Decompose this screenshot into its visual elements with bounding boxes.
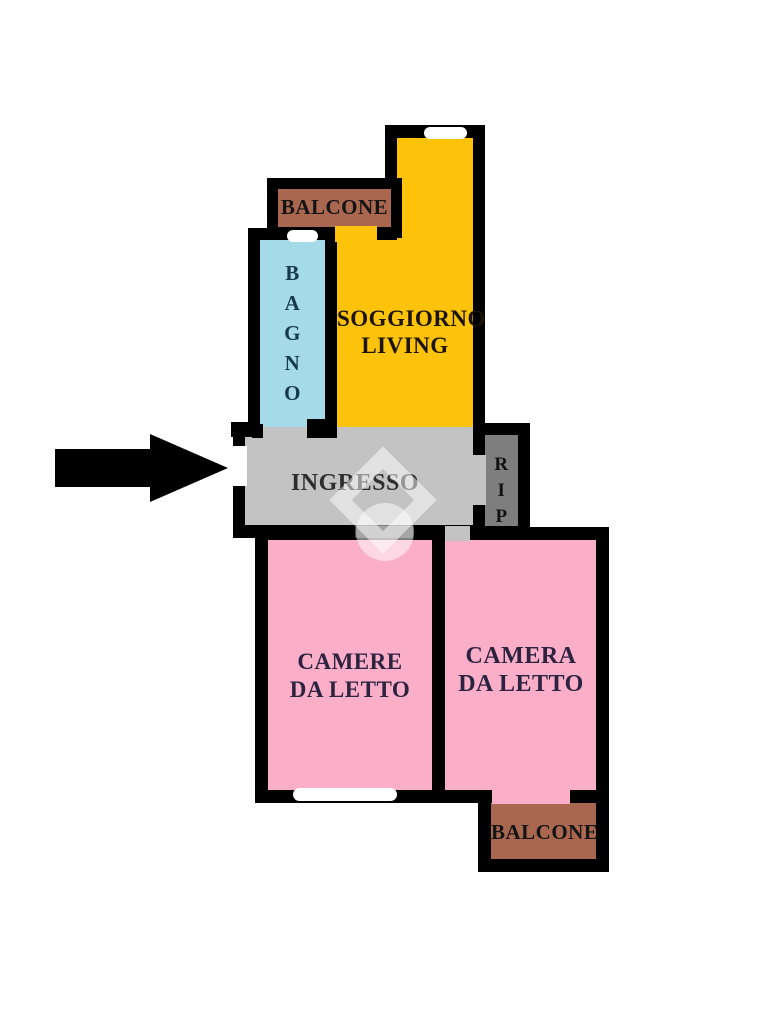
rip-letter: I [497, 480, 506, 501]
room-balcone-top [267, 178, 402, 238]
window-soggiorno [424, 127, 467, 139]
label-ingresso: INGRESSO [290, 470, 420, 496]
bagno-letter: B [285, 261, 300, 285]
bagno-letter: A [284, 291, 301, 315]
label-rip: R I P [485, 452, 518, 530]
room-soggiorno-lower [325, 228, 485, 427]
label-camera-line1: CAMERA [465, 643, 577, 669]
soggiorno-seam-patch [397, 228, 473, 242]
label-soggiorno-line2: LIVING [361, 333, 449, 358]
label-balcone-top: BALCONE [280, 195, 389, 219]
label-camere-line2: DA LETTO [289, 677, 411, 702]
room-rip [473, 423, 530, 538]
label-camera-da-letto: CAMERA DA LETTO [445, 642, 597, 698]
door-opening-rip [470, 455, 486, 505]
label-bagno: B A G N O [260, 258, 325, 408]
door-opening-balcone-top [335, 226, 377, 242]
window-camere [293, 788, 397, 801]
label-camere-da-letto: CAMERE DA LETTO [268, 648, 432, 704]
watermark-circle-icon [356, 503, 414, 561]
wall-stub-mid [307, 419, 337, 438]
wall-corner-ingresso [231, 422, 253, 437]
entrance-arrow-shaft [55, 449, 153, 487]
bagno-letter: N [284, 351, 301, 375]
label-balcone-bottom: BALCONE [491, 820, 599, 844]
entrance-arrow-icon [150, 434, 228, 502]
entry-door-opening [229, 446, 247, 486]
door-opening-balcone-bottom [492, 788, 570, 804]
label-soggiorno-line1: SOGGIORNO [337, 306, 486, 331]
bagno-letter: O [284, 381, 301, 405]
rip-letter: P [495, 506, 508, 527]
window-bagno [287, 230, 318, 242]
label-camere-line1: CAMERE [297, 649, 403, 674]
door-opening-camera [445, 526, 470, 541]
label-soggiorno: SOGGIORNO LIVING [337, 305, 486, 359]
bagno-letter: G [284, 321, 301, 345]
label-camera-line2: DA LETTO [458, 671, 584, 697]
wall-stub-left [252, 424, 263, 438]
rip-letter: R [494, 454, 509, 475]
